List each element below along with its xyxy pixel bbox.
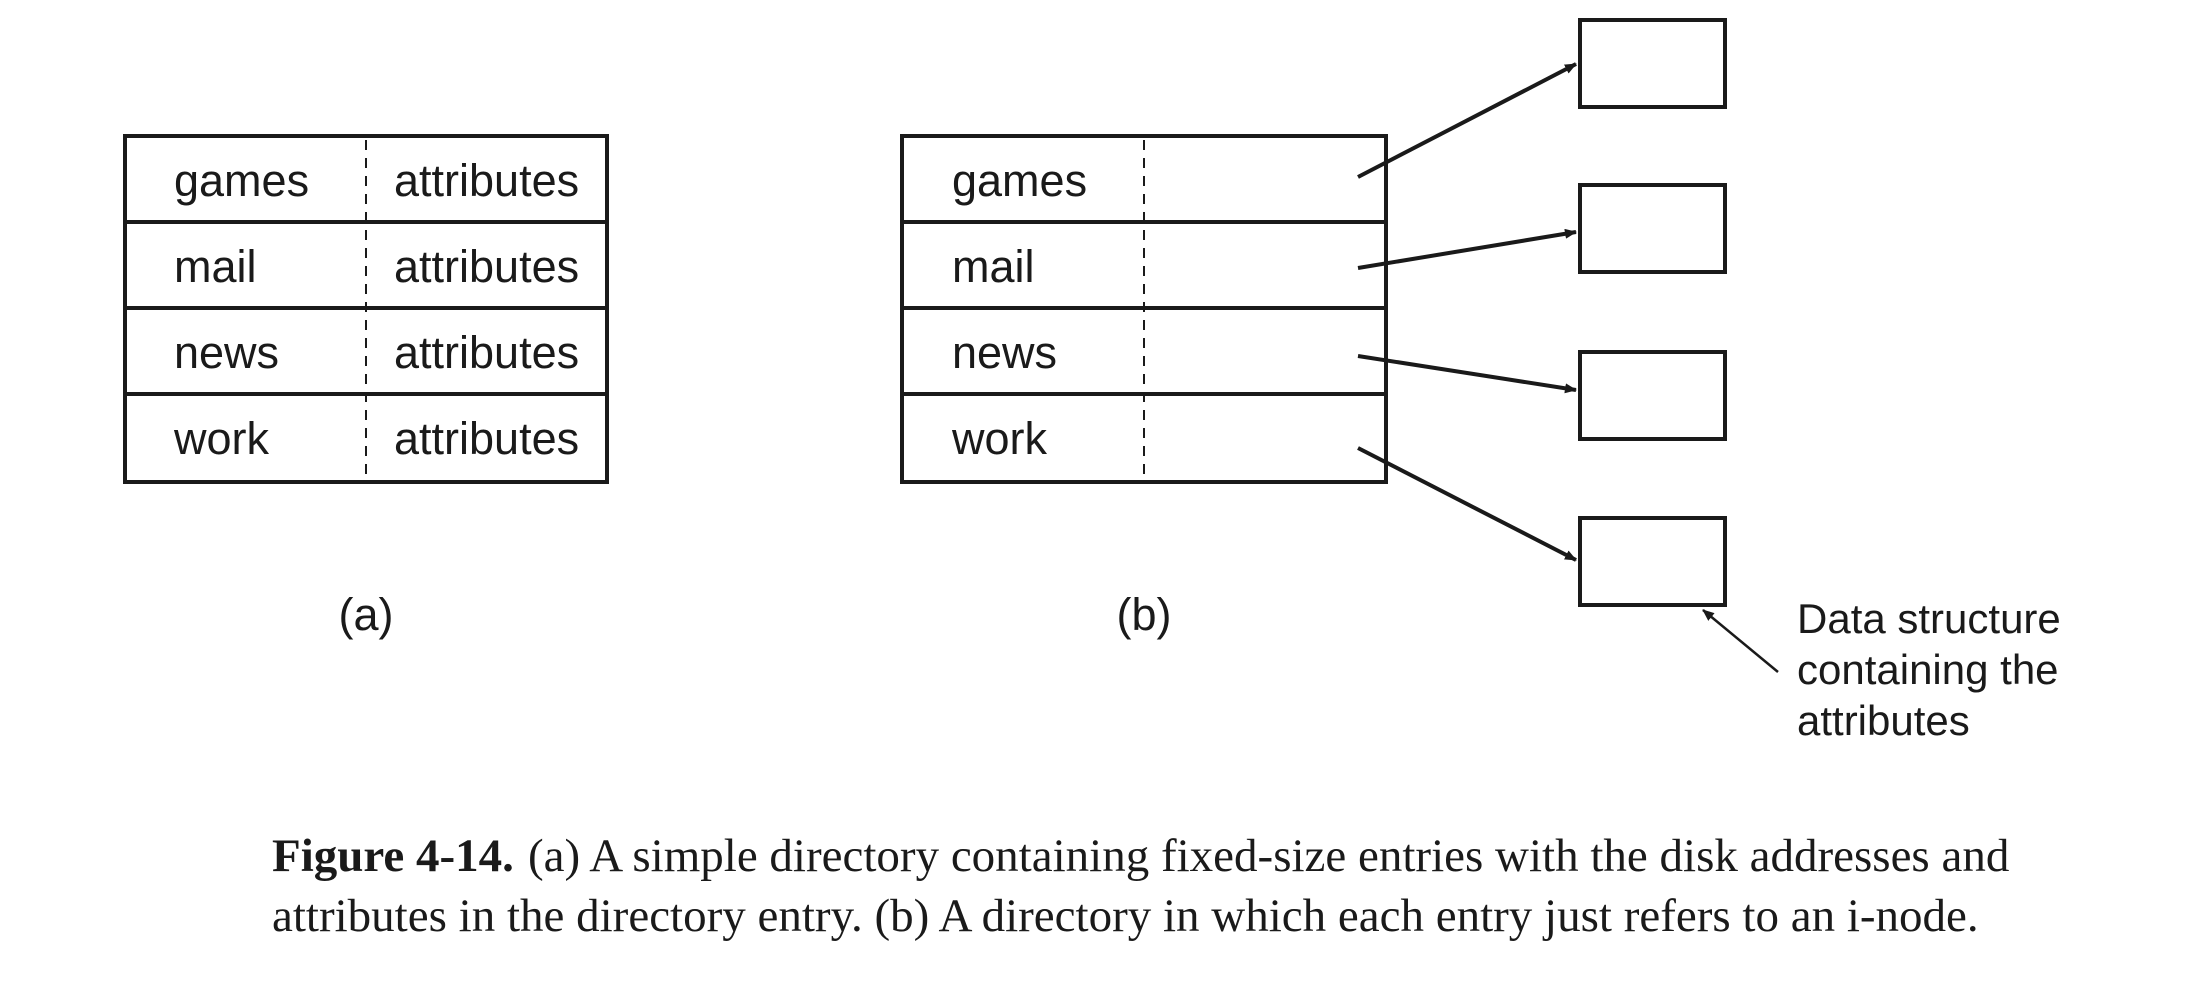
panel-a-row-name: games [174,155,309,206]
panel-a-table: games attributes mail attributes news at… [123,134,609,484]
panel-a-row-attr: attributes [394,327,579,378]
panel-a-row-name: work [173,413,270,464]
inode-box [1578,350,1727,441]
pointer-arrow [1357,62,1577,179]
panel-a-row-name: mail [174,241,257,292]
annotation-arrow [1702,609,1779,673]
panel-a-row-attr: attributes [394,413,579,464]
pointer-arrow [1357,446,1577,562]
panel-b-row-name: games [952,155,1087,206]
pointer-arrow [1357,228,1577,270]
panel-a-row-name: news [174,327,279,378]
panel-a-row-attr: attributes [394,155,579,206]
panel-a-row-attr: attributes [394,241,579,292]
inode-box [1578,18,1727,109]
panel-b-row-name: mail [952,241,1035,292]
panel-a-label: (a) [339,589,394,640]
panel-b-label: (b) [1117,589,1172,640]
panel-b-row-name: work [951,413,1048,464]
figure-caption: Figure 4-14.(a) A simple directory conta… [272,826,2132,946]
panel-b-row-name: news [952,327,1057,378]
inode-box [1578,183,1727,274]
figure-number: Figure 4-14. [272,830,514,882]
annotation-line: attributes [1797,697,1970,744]
panel-b-table: games mail news work [900,134,1388,484]
pointer-arrow [1357,354,1577,394]
annotation-line: Data structure [1797,595,2061,642]
caption-text: (a) A simple directory containing fixed-… [272,830,2010,942]
annotation-line: containing the [1797,646,2059,693]
inode-box [1578,516,1727,607]
